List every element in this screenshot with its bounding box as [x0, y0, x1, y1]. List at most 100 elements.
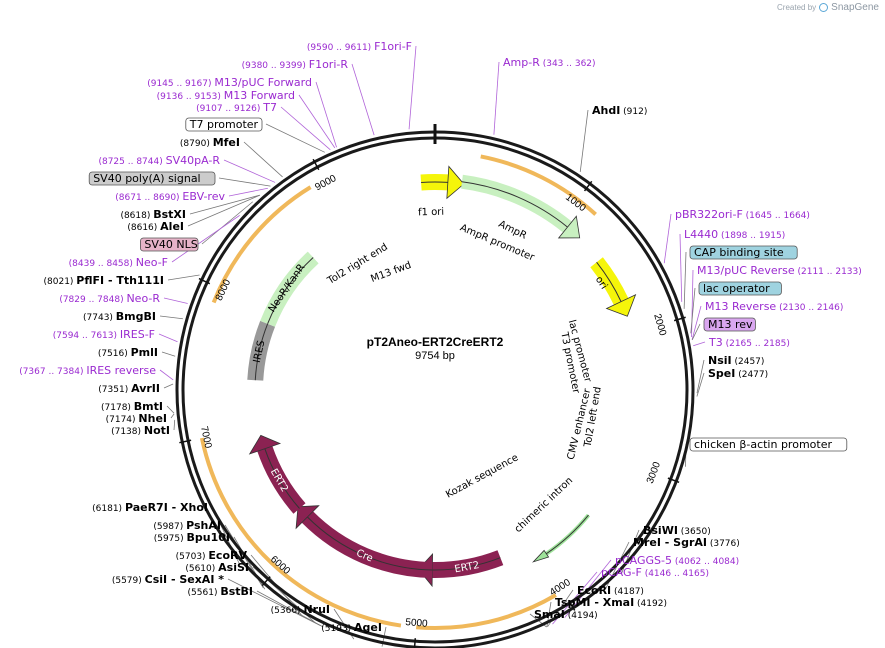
svg-text:(9136 .. 9153) M13 Forward: (9136 .. 9153) M13 Forward — [157, 89, 295, 102]
scale-tick — [312, 158, 320, 171]
neor-band-outline — [267, 257, 314, 325]
svg-text:(9145 .. 9167) M13/pUC Forwar: (9145 .. 9167) M13/pUC Forward — [147, 76, 312, 89]
svg-text:(5561) BstBI: (5561) BstBI — [188, 585, 253, 598]
svg-text:M13 rev: M13 rev — [708, 318, 753, 331]
svg-text:(7594 .. 7613) IRES-F: (7594 .. 7613) IRES-F — [53, 328, 155, 341]
svg-text:(7516) PmlI: (7516) PmlI — [98, 346, 158, 359]
svg-text:(7829 .. 7848) Neo-R: (7829 .. 7848) Neo-R — [59, 292, 160, 305]
site-label: (8618) BstXI — [120, 208, 186, 221]
site-label: (7743) BmgBI — [83, 310, 156, 323]
svg-text:(8616) AleI: (8616) AleI — [127, 220, 184, 233]
svg-text:EcoRI (4187): EcoRI (4187) — [577, 584, 644, 597]
svg-text:(7351) AvrII: (7351) AvrII — [98, 382, 160, 395]
svg-text:(9107 .. 9126) T7: (9107 .. 9126) T7 — [196, 101, 277, 114]
site-label: (8616) AleI — [127, 220, 184, 233]
feature-arcs — [199, 154, 637, 630]
site-label: pCAG-F (4146 .. 4165) — [601, 566, 709, 579]
site-label: (7178) BmtI — [101, 400, 163, 413]
chimeric-intron-arrow-arrowhead — [532, 549, 550, 563]
site-label: (5987) PshAI — [153, 519, 221, 532]
plasmid-backbone — [175, 124, 695, 648]
scale-tick-label: 2000 — [651, 313, 668, 338]
svg-text:MreI - SgrAI (3776): MreI - SgrAI (3776) — [633, 536, 740, 549]
credit-prefix: Created by — [777, 3, 817, 12]
site-label: (5561) BstBI — [188, 585, 253, 598]
site-label: M13 Reverse (2130 .. 2146) — [705, 300, 843, 313]
scale-tick — [179, 439, 192, 444]
scale-tick — [667, 477, 680, 484]
svg-text:SV40 poly(A) signal: SV40 poly(A) signal — [93, 172, 200, 185]
site-label: BsiWI (3650) — [643, 524, 711, 537]
plasmid-size: 9754 bp — [415, 350, 455, 362]
site-label: (7138) NotI — [111, 424, 170, 437]
site-label: (7829 .. 7848) Neo-R — [59, 292, 160, 305]
feature-label: IRES — [252, 339, 268, 363]
svg-text:T3 (2165 .. 2185): T3 (2165 .. 2185) — [708, 336, 790, 349]
ori-arrow-arrowhead — [605, 293, 637, 317]
svg-text:lac operator: lac operator — [703, 282, 770, 295]
ampr-arrow-arrowhead — [557, 215, 581, 239]
ert2-arrow-1-outline — [432, 557, 501, 571]
svg-text:(8439 .. 8458) Neo-F: (8439 .. 8458) Neo-F — [69, 256, 168, 269]
svg-text:(6181) PaeR7I - XhoI: (6181) PaeR7I - XhoI — [92, 501, 208, 514]
scale-tick — [261, 576, 271, 587]
site-label: T7 promoter — [185, 117, 263, 132]
svg-text:pCAGGS-5 (4062 .. 4084): pCAGGS-5 (4062 .. 4084) — [615, 554, 739, 567]
site-label: (7351) AvrII — [98, 382, 160, 395]
map-center: pT2Aneo-ERT2CreERT2 9754 bp — [367, 335, 504, 362]
svg-text:chicken β-actin promoter: chicken β-actin promoter — [694, 438, 832, 451]
svg-text:(8618) BstXI: (8618) BstXI — [120, 208, 186, 221]
ampr-arrow — [461, 174, 572, 233]
svg-text:AhdI (912): AhdI (912) — [592, 104, 647, 117]
svg-text:(8021) PflFI - Tth111I: (8021) PflFI - Tth111I — [44, 274, 165, 287]
feature-label: chimeric intron — [513, 475, 575, 535]
feature-label: Kozak sequence — [444, 452, 520, 500]
feature-label: f1 ori — [418, 207, 444, 219]
svg-text:NsiI (2457): NsiI (2457) — [708, 354, 764, 367]
scale-tick-label: 3000 — [645, 460, 663, 485]
svg-text:T7 promoter: T7 promoter — [189, 118, 259, 131]
site-label: (8671 .. 8690) EBV-rev — [115, 190, 225, 203]
svg-text:pBR322ori-F (1645 .. 1664): pBR322ori-F (1645 .. 1664) — [675, 208, 810, 221]
site-label: pBR322ori-F (1645 .. 1664) — [675, 208, 810, 221]
site-label: chicken β-actin promoter — [689, 437, 848, 452]
site-label: M13/pUC Reverse (2111 .. 2133) — [697, 264, 862, 277]
plasmid-name: pT2Aneo-ERT2CreERT2 — [367, 335, 504, 349]
svg-text:(7138) NotI: (7138) NotI — [111, 424, 170, 437]
feature-label: ERT2 — [454, 560, 481, 575]
svg-text:CAP binding site: CAP binding site — [694, 246, 784, 259]
svg-text:(5579) CsiI - SexAI *: (5579) CsiI - SexAI * — [112, 573, 224, 586]
site-label: (5703) EcoRV — [176, 549, 248, 562]
svg-text:SV40 NLS: SV40 NLS — [144, 238, 197, 251]
site-label: (8439 .. 8458) Neo-F — [69, 256, 168, 269]
svg-text:pCAG-F (4146 .. 4165): pCAG-F (4146 .. 4165) — [601, 566, 709, 579]
svg-text:(5193) AgeI: (5193) AgeI — [321, 621, 382, 634]
site-label: (8790) MfeI — [180, 136, 240, 149]
site-label: SV40 NLS — [139, 237, 199, 252]
svg-text:BsiWI (3650): BsiWI (3650) — [643, 524, 711, 537]
svg-text:M13 Reverse (2130 .. 2146): M13 Reverse (2130 .. 2146) — [705, 300, 843, 313]
site-label: EcoRI (4187) — [577, 584, 644, 597]
site-label: (7516) PmlI — [98, 346, 158, 359]
svg-text:(5975) Bpu10I: (5975) Bpu10I — [154, 531, 230, 544]
svg-text:(8725 .. 8744) SV40pA-R: (8725 .. 8744) SV40pA-R — [98, 154, 220, 167]
svg-text:Amp-R (343 .. 362): Amp-R (343 .. 362) — [503, 56, 596, 69]
site-label: (9590 .. 9611) F1ori-F — [307, 40, 412, 53]
site-label: CAP binding site — [689, 245, 798, 260]
f1-ori-arrow-arrowhead — [446, 165, 465, 200]
orf-arc-1 — [480, 154, 597, 216]
svg-text:(5987) PshAI: (5987) PshAI — [153, 519, 221, 532]
site-label: (9136 .. 9153) M13 Forward — [157, 89, 295, 102]
scale-tick-label: 1000 — [563, 192, 588, 214]
site-label: MreI - SgrAI (3776) — [633, 536, 740, 549]
scale-tick — [567, 599, 576, 611]
svg-text:(9590 .. 9611) F1ori-F: (9590 .. 9611) F1ori-F — [307, 40, 412, 53]
svg-text:(7174) NheI: (7174) NheI — [106, 412, 167, 425]
svg-text:(7367 .. 7384) IRES reverse: (7367 .. 7384) IRES reverse — [19, 364, 156, 377]
scale-tick-label: 8000 — [214, 277, 234, 302]
ert2-arrow-2-arrowhead — [248, 434, 282, 455]
ires-band-outline — [254, 323, 269, 381]
orf-arc-4 — [211, 185, 312, 304]
svg-text:(9380 .. 9399) F1ori-R: (9380 .. 9399) F1ori-R — [242, 58, 349, 71]
snapgene-credit: Created by SnapGene — [777, 2, 879, 13]
